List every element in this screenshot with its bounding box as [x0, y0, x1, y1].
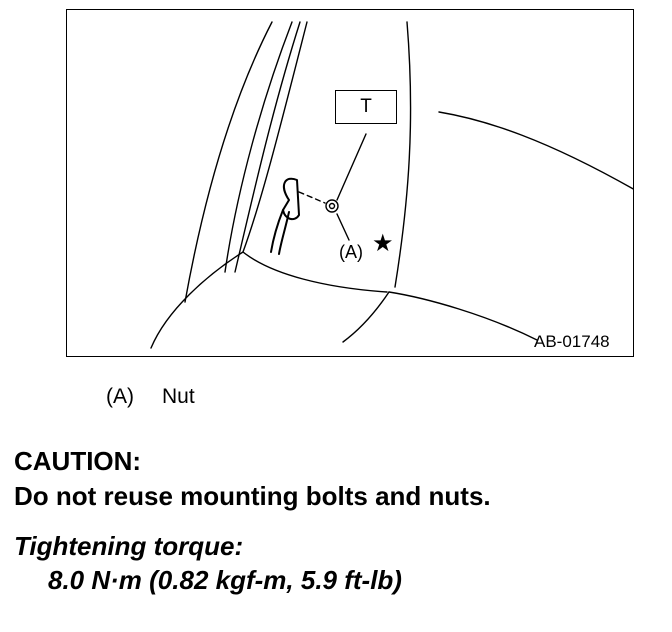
legend-text: Nut: [162, 385, 195, 408]
torque-value: 8.0 N·m (0.82 kgf-m, 5.9 ft-lb): [48, 565, 402, 595]
torque-title: Tightening torque:: [14, 531, 244, 561]
legend: (A) Nut: [106, 385, 195, 409]
star-icon: ★: [372, 230, 394, 257]
figure-id: AB-01748: [534, 332, 610, 351]
callout-label: (A): [339, 242, 363, 262]
seat-illustration: [150, 21, 633, 349]
legend-key: (A): [106, 385, 134, 408]
tool-label: T: [335, 90, 397, 124]
illustration-frame: T (A) ★ AB-01748: [66, 9, 634, 357]
caution-title: CAUTION:: [14, 446, 142, 476]
caution-text: Do not reuse mounting bolts and nuts.: [14, 481, 491, 511]
